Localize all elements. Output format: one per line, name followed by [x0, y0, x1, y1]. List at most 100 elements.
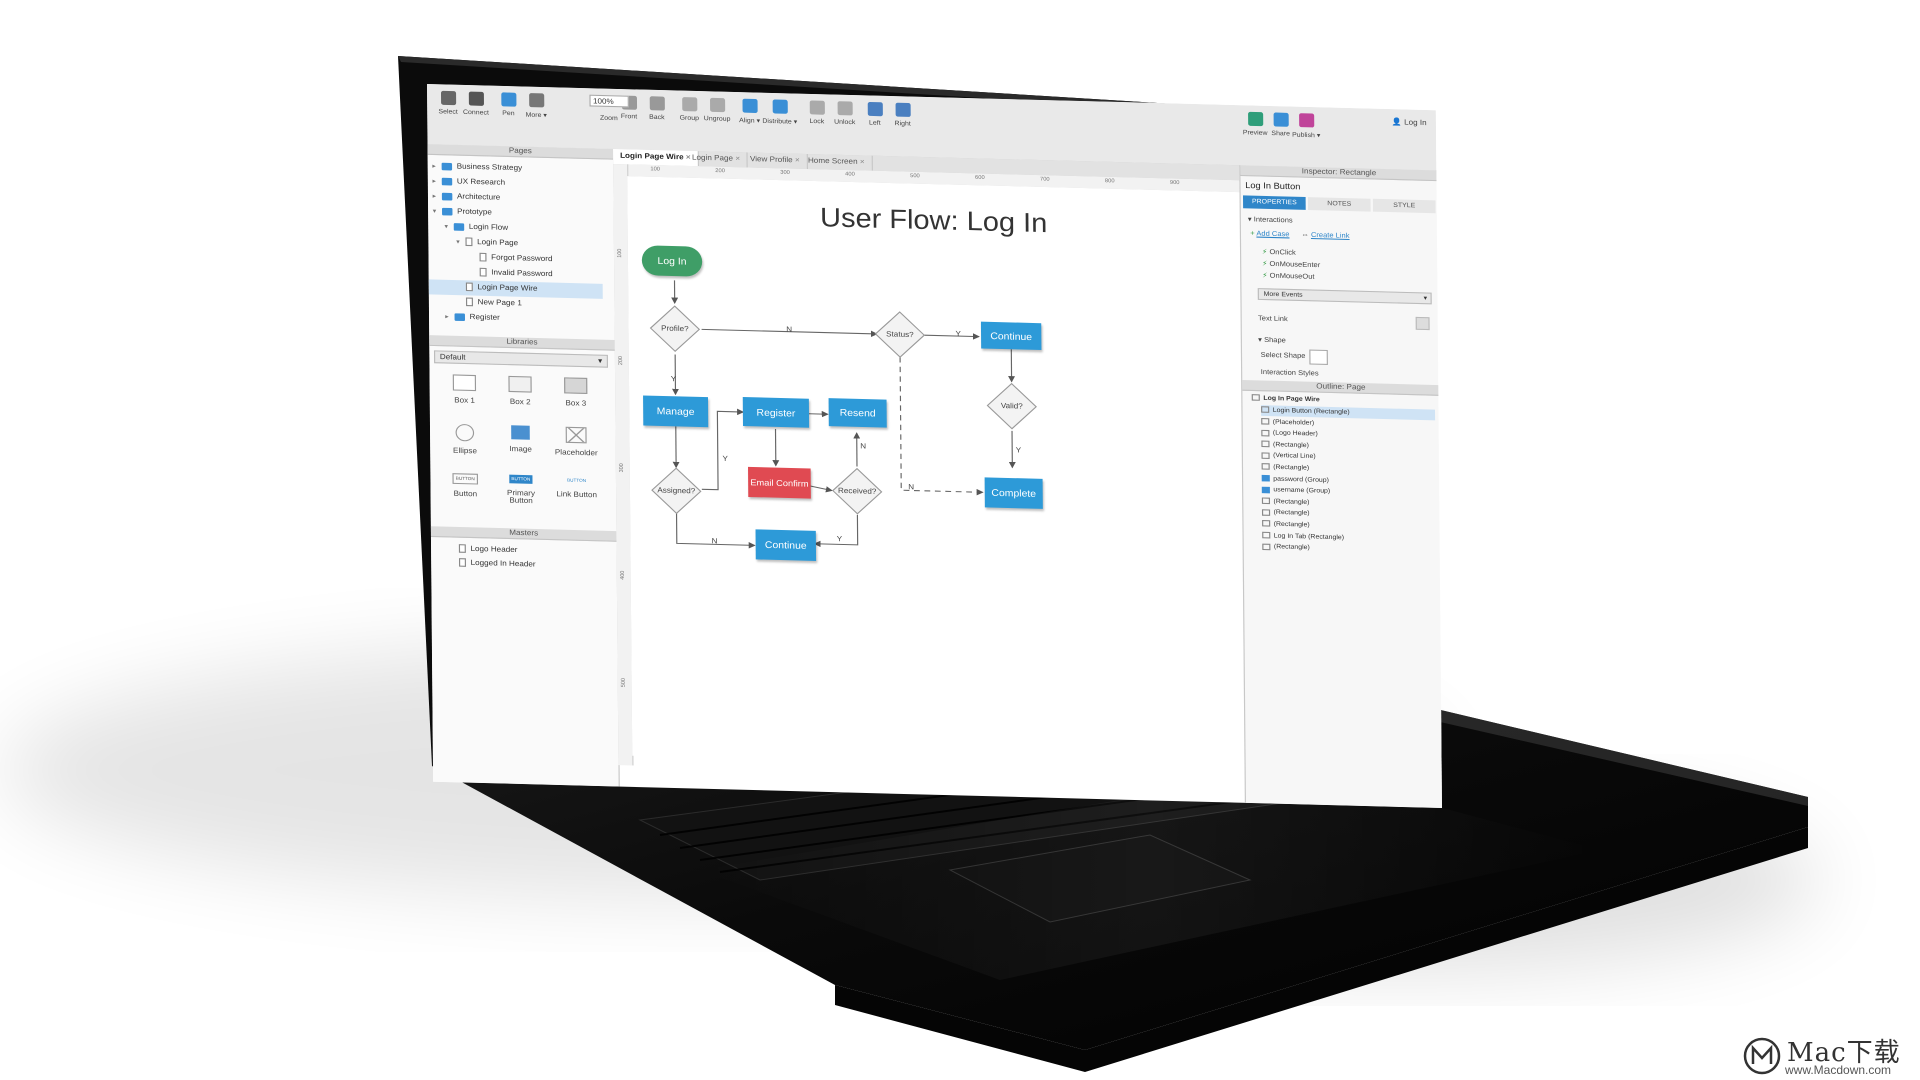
library-widget[interactable]: Box 3: [550, 377, 601, 408]
toolbar-unlock-button[interactable]: Unlock: [828, 101, 861, 127]
library-select[interactable]: Default▾: [433, 350, 609, 368]
masters-header: Masters: [430, 526, 617, 542]
master-item[interactable]: Logged In Header: [458, 556, 536, 573]
expand-arrow-icon[interactable]: ▸: [432, 163, 436, 171]
inspector-tab-properties[interactable]: PROPERTIES: [1242, 195, 1306, 210]
toolbar-button-label: Group: [679, 115, 700, 123]
node-email-confirm[interactable]: Email Confirm: [748, 466, 811, 499]
page-icon: [465, 282, 473, 292]
zoom-select[interactable]: 100%: [589, 94, 629, 108]
node-continue-1[interactable]: Continue: [980, 321, 1042, 351]
page-tree-item[interactable]: ▸Register: [429, 309, 603, 329]
chevron-down-icon: ▾: [598, 357, 603, 366]
library-widget-label: Image: [509, 445, 532, 454]
node-login[interactable]: Log In: [641, 245, 703, 277]
element-name[interactable]: Log In Button: [1245, 180, 1301, 192]
node-complete[interactable]: Complete: [984, 477, 1043, 509]
close-icon[interactable]: ×: [733, 155, 741, 163]
outline-root[interactable]: Log In Page Wire: [1251, 393, 1320, 406]
left-icon: [867, 101, 883, 117]
inspector-tab-notes[interactable]: NOTES: [1307, 197, 1371, 212]
library-widget[interactable]: Box 2: [494, 375, 545, 407]
shape-icon: [1262, 543, 1271, 550]
outline-item-label: (Rectangle): [1273, 464, 1310, 472]
event-item[interactable]: ⚡ OnClick: [1262, 247, 1296, 256]
toolbar-right-button[interactable]: Right: [886, 102, 919, 128]
close-icon[interactable]: ×: [792, 156, 800, 165]
right-icon: [894, 102, 911, 117]
library-widget[interactable]: Box 1: [439, 374, 490, 405]
folder-icon: [453, 222, 465, 231]
node-valid[interactable]: Valid?: [986, 382, 1037, 431]
ruler-tick-label: 800: [1104, 177, 1115, 185]
node-assigned[interactable]: Assigned?: [651, 467, 702, 516]
tab-login-page[interactable]: Login Page ×: [684, 150, 749, 168]
text-link-swatch[interactable]: [1415, 316, 1430, 331]
ruler-tick-label: 600: [974, 174, 985, 182]
folder-icon: [441, 177, 453, 186]
align-icon: [741, 98, 758, 113]
toolbar-button-label: Share: [1271, 130, 1291, 138]
node-register[interactable]: Register: [742, 396, 810, 428]
select-shape-button[interactable]: [1309, 349, 1328, 366]
event-item[interactable]: ⚡ OnMouseOut: [1262, 271, 1314, 281]
toolbar-back-button[interactable]: Back: [640, 96, 673, 122]
library-widget[interactable]: Ellipse: [439, 423, 490, 456]
master-label: Logo Header: [470, 545, 518, 555]
expand-arrow-icon[interactable]: ▸: [432, 193, 437, 201]
node-valid-label: Valid?: [1000, 402, 1023, 411]
canvas[interactable]: User Flow: Log In: [627, 176, 1245, 772]
zoom-label: Zoom: [600, 115, 618, 123]
interaction-styles-label[interactable]: Interaction Styles: [1260, 368, 1319, 378]
library-widget[interactable]: Placeholder: [551, 426, 602, 458]
back-icon: [649, 96, 665, 111]
share-icon: [1272, 112, 1289, 127]
toolbar-publish-button[interactable]: Publish ▾: [1290, 113, 1323, 140]
node-manage[interactable]: Manage: [643, 395, 709, 428]
watermark-url: www.Macdown.com: [1785, 1063, 1892, 1077]
toolbar-align-button[interactable]: Align ▾: [733, 98, 766, 125]
library-widget[interactable]: Image: [495, 425, 546, 454]
login-button[interactable]: 👤 Log In: [1392, 118, 1427, 127]
expand-arrow-icon[interactable]: ▾: [456, 239, 460, 246]
expand-arrow-icon[interactable]: ▸: [432, 178, 437, 186]
toolbar-button-label: Align ▾: [739, 117, 761, 125]
node-received[interactable]: Received?: [831, 467, 883, 516]
toolbar-button-label: Publish ▾: [1292, 132, 1321, 140]
create-link-link[interactable]: ⇔ Create Link: [1301, 231, 1349, 240]
page-tree-label: Invalid Password: [491, 269, 553, 279]
edge-assigned-register: [701, 408, 745, 491]
edge-label-y1: Y: [955, 330, 961, 339]
link-button-icon: BUTTON: [567, 477, 587, 484]
node-resend[interactable]: Resend: [828, 398, 887, 428]
toolbar-ungroup-button[interactable]: Ungroup: [701, 97, 734, 124]
button-icon: BUTTON: [452, 473, 479, 485]
expand-arrow-icon[interactable]: ▾: [432, 208, 437, 216]
close-icon[interactable]: ×: [857, 158, 865, 167]
tab-view-profile[interactable]: View Profile ×: [742, 152, 808, 170]
distribute-icon: [772, 99, 788, 114]
add-case-link[interactable]: + Add Case: [1250, 230, 1289, 239]
toolbar-button-label: Connect: [462, 109, 489, 117]
page-icon: [479, 252, 487, 262]
inspector-tab-style[interactable]: STYLE: [1372, 198, 1436, 214]
more-events-select[interactable]: More Events▾: [1257, 288, 1432, 305]
toolbar-button-label: Right: [894, 120, 911, 128]
expand-arrow-icon[interactable]: ▾: [444, 223, 449, 231]
toolbar-connect-button[interactable]: Connect: [460, 91, 493, 117]
node-continue-2[interactable]: Continue: [755, 529, 817, 561]
login-label: Log In: [1404, 119, 1427, 128]
publish-icon: [1298, 113, 1314, 128]
node-status[interactable]: Status?: [874, 310, 926, 359]
toolbar-distribute-button[interactable]: Distribute ▾: [762, 99, 797, 126]
toolbar-more-button[interactable]: More ▾: [520, 93, 553, 120]
ruler-tick-label: 100: [650, 166, 661, 173]
node-profile[interactable]: Profile?: [649, 304, 701, 353]
preview-icon: [1247, 111, 1263, 127]
user-icon: 👤: [1391, 118, 1405, 127]
expand-arrow-icon[interactable]: ▸: [445, 314, 449, 321]
event-item[interactable]: ⚡ OnMouseEnter: [1262, 259, 1320, 269]
